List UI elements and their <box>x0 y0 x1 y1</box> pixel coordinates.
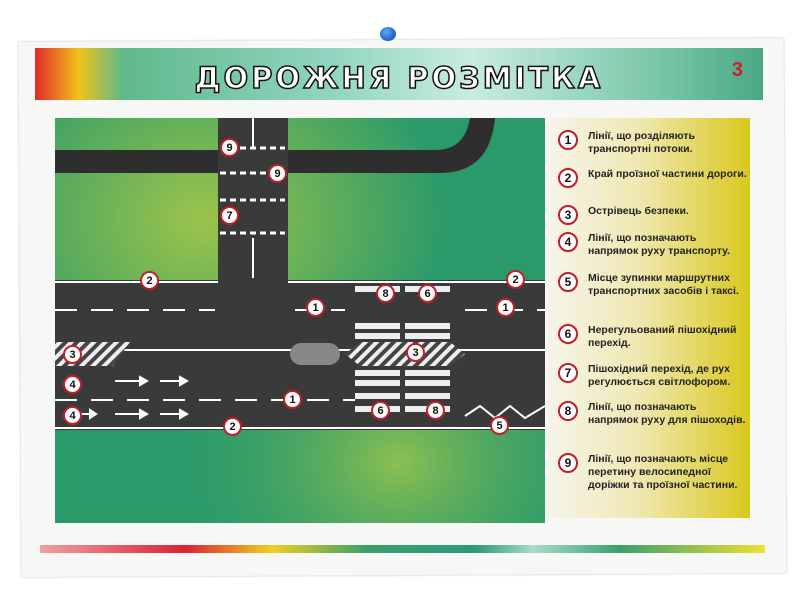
marker-3: 3 <box>406 343 425 362</box>
legend-item: 3 Острівець безпеки. <box>558 205 748 225</box>
marker-1: 1 <box>496 298 515 317</box>
marker-4: 4 <box>63 375 82 394</box>
number-badge: 1 <box>558 130 578 150</box>
legend-item: 8 Лінії, що позначають напрямок руху для … <box>558 401 748 427</box>
marker-9: 9 <box>268 164 287 183</box>
legend-item: 1 Лінії, що розділяють транспортні потоки… <box>558 130 748 156</box>
legend-text: Лінії, що позначають напрямок руху для п… <box>588 401 746 426</box>
marker-2: 2 <box>140 271 159 290</box>
marker-8: 8 <box>426 401 445 420</box>
legend-item: 2 Край проїзної частини дороги. <box>558 168 748 188</box>
legend-text: Пішохідний перехід, де рух регулюється с… <box>588 363 731 388</box>
road-diagram <box>55 118 545 523</box>
legend-text: Острівець безпеки. <box>588 205 689 217</box>
footer-strip <box>40 545 765 553</box>
legend-panel: 1 Лінії, що розділяють транспортні потоки… <box>548 118 750 518</box>
number-badge: 9 <box>558 453 578 473</box>
marker-6: 6 <box>418 284 437 303</box>
side-road <box>55 118 495 173</box>
marker-9: 9 <box>220 138 239 157</box>
legend-item: 7 Пішохідний перехід, де рух регулюється … <box>558 363 748 389</box>
legend-text: Нерегульований пішохідний перехід. <box>588 324 737 349</box>
marker-1: 1 <box>283 390 302 409</box>
number-badge: 6 <box>558 324 578 344</box>
marker-2: 2 <box>223 417 242 436</box>
legend-text: Край проїзної частини дороги. <box>588 168 747 180</box>
marker-8: 8 <box>376 284 395 303</box>
marker-3: 3 <box>63 345 82 364</box>
marker-2: 2 <box>506 270 525 289</box>
legend-text: Лінії, що позначають напрямок руху транс… <box>588 232 730 257</box>
marker-1: 1 <box>306 298 325 317</box>
marker-7: 7 <box>220 206 239 225</box>
poster-page-number: 3 <box>731 59 743 81</box>
legend-item: 6 Нерегульований пішохідний перехід. <box>558 324 748 350</box>
legend-text: Лінії, що розділяють транспортні потоки. <box>588 130 695 155</box>
marker-6: 6 <box>371 401 390 420</box>
safety-island <box>345 342 465 366</box>
number-badge: 3 <box>558 205 578 225</box>
poster-header: ДОРОЖНЯ РОЗМІТКА 3 <box>35 48 763 100</box>
number-badge: 4 <box>558 232 578 252</box>
legend-item: 4 Лінії, що позначають напрямок руху тран… <box>558 232 748 258</box>
road-scene: 9 9 7 2 2 1 1 8 6 3 3 4 4 1 2 6 8 5 <box>55 118 545 523</box>
legend-item: 5 Місце зупинки маршрутних транспортних з… <box>558 272 748 298</box>
bus-stop-marking <box>464 404 545 420</box>
marker-5: 5 <box>490 416 509 435</box>
number-badge: 2 <box>558 168 578 188</box>
poster-title: ДОРОЖНЯ РОЗМІТКА <box>194 60 604 96</box>
marker-4: 4 <box>63 406 82 425</box>
legend-item: 9 Лінії, що позначають місце перетину вел… <box>558 453 748 492</box>
number-badge: 5 <box>558 272 578 292</box>
legend-text: Місце зупинки маршрутних транспортних за… <box>588 272 739 297</box>
number-badge: 7 <box>558 363 578 383</box>
number-badge: 8 <box>558 401 578 421</box>
legend-text: Лінії, що позначають місце перетину вело… <box>588 453 738 491</box>
pushpin-icon <box>380 27 396 41</box>
